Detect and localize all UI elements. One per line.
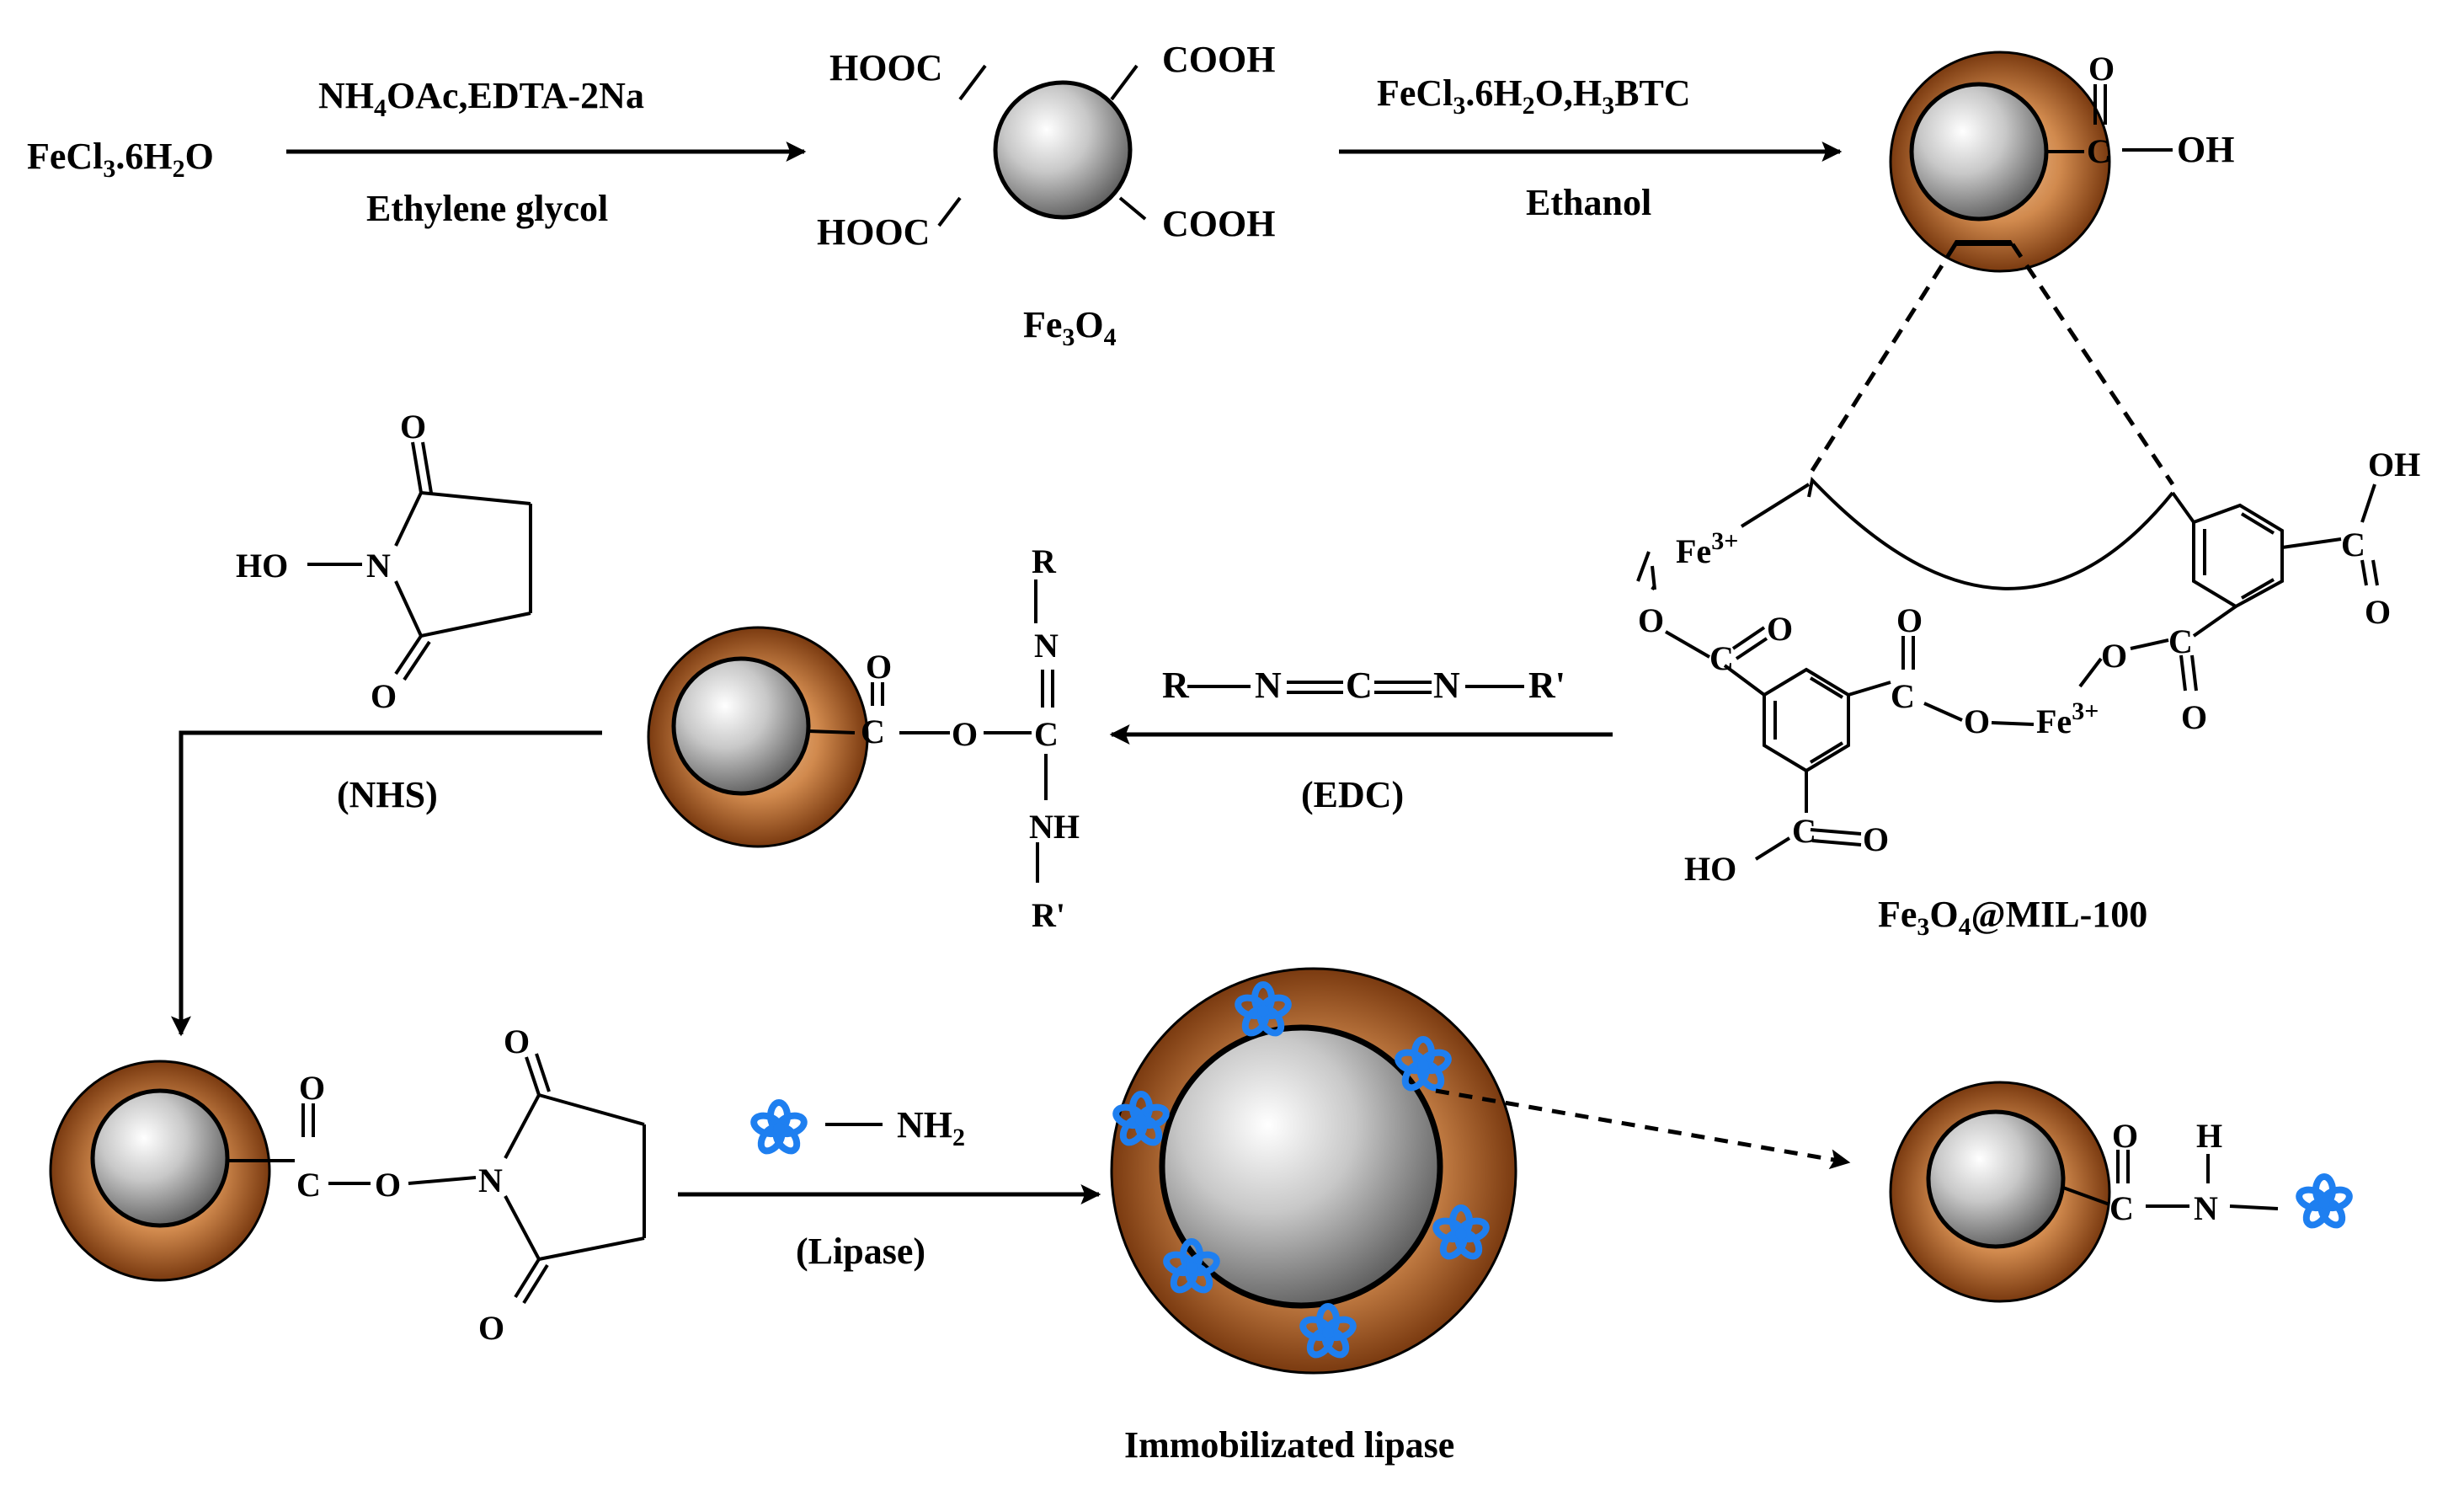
nhs-ester-particle: C O O N O O [49,1023,646,1347]
mil-particle-o: O [2088,50,2115,88]
svg-text:O: O [1638,601,1664,639]
mil-structure [1636,476,2379,861]
svg-text:C: C [1346,665,1373,706]
fe3o4-cooh-tl: HOOC [829,47,942,88]
fe3o4-cooh-bl: HOOC [817,211,930,253]
fe3o4-cooh-br: COOH [1162,203,1275,244]
step1-reactant: FeCl3.6H2O [27,136,214,183]
svg-text:C: C [296,1166,321,1204]
svg-text:O: O [478,1309,504,1347]
svg-text:R': R' [1032,896,1065,934]
svg-text:N: N [1034,627,1059,665]
svg-text:C: C [2341,526,2365,563]
svg-text:N: N [478,1162,503,1199]
edc-label: (EDC) [1301,774,1404,815]
svg-text:H: H [2196,1117,2222,1155]
svg-text:O: O [1896,601,1923,639]
svg-text:O: O [866,648,892,686]
svg-text:C: C [1034,715,1059,753]
svg-text:OH: OH [2368,446,2420,483]
fe3o4-particle: HOOC COOH HOOC COOH [817,39,1275,253]
svg-text:FeCl3.6H2O: FeCl3.6H2O [27,136,214,183]
nhs-molecule: O N HO O [236,408,532,715]
step1-reagent-bottom: Ethylene glycol [366,188,608,229]
svg-text:O: O [2181,698,2207,736]
mil-particle-c: C [2087,132,2111,170]
svg-text:NH: NH [1029,808,1080,846]
step2-reagent-top: FeCl3.6H2O,H3BTC [1377,72,1691,120]
svg-text:Fe3+: Fe3+ [1676,527,1738,570]
svg-text:O: O [2365,593,2391,631]
svg-text:N: N [366,547,391,585]
nhs-label: (NHS) [337,774,438,815]
zoom-line-right [2010,243,2175,486]
svg-text:NH2: NH2 [897,1104,965,1151]
svg-text:O: O [400,408,426,446]
svg-text:N: N [1433,665,1460,706]
svg-text:Fe3+: Fe3+ [2036,697,2099,740]
svg-text:O: O [2101,637,2127,675]
svg-text:R': R' [1528,665,1565,706]
nhs-arrow [171,730,602,1037]
svg-text:C: C [2168,622,2193,660]
svg-text:R: R [1032,542,1057,580]
step1-reagent-top: NH4OAc,EDTA-2Na [318,75,644,122]
svg-text:HO: HO [1684,850,1736,888]
svg-text:HO: HO [236,547,288,585]
svg-text:C: C [1792,812,1816,850]
svg-text:O: O [504,1023,530,1060]
svg-text:C: C [1891,677,1915,715]
svg-text:O: O [375,1166,401,1204]
svg-text:C: C [2109,1189,2134,1227]
lipase-reagent: NH2 [751,1103,965,1155]
edc-formula: R N C N R' [1162,665,1565,706]
fe3o4-cooh-tr: COOH [1162,39,1275,80]
svg-text:N: N [2194,1189,2218,1227]
svg-text:O: O [2112,1117,2138,1155]
mil-particle-oh: OH [2177,129,2234,170]
immobilized-label: Immobilizated lipase [1124,1424,1454,1466]
svg-text:O: O [1863,820,1889,858]
zoom-line-left [1806,243,1958,478]
svg-text:C: C [861,713,885,750]
mil-label: Fe3O4@MIL-100 [1878,894,2147,941]
svg-text:R: R [1162,665,1190,706]
svg-text:O: O [952,715,978,753]
fe3o4-label: Fe3O4 [1023,304,1117,351]
intermediate-particle: C O O C N R NH R' [647,542,1080,934]
product-particle: C O H N [1889,1081,2352,1303]
svg-text:O: O [1767,610,1793,648]
mil-particle: C O OH [1889,50,2234,273]
svg-text:O: O [1964,702,1990,740]
immobilized-particle [1112,967,1517,1375]
svg-text:O: O [371,677,397,715]
svg-text:O: O [299,1069,325,1107]
svg-text:C: C [1709,639,1734,677]
lipase-label: (Lipase) [796,1231,925,1272]
svg-text:N: N [1255,665,1282,706]
mil-atom-labels: Fe3+ O C O C O O Fe3+ C O HO C OH O C O … [1638,446,2420,888]
step2-reagent-bottom: Ethanol [1526,182,1651,223]
